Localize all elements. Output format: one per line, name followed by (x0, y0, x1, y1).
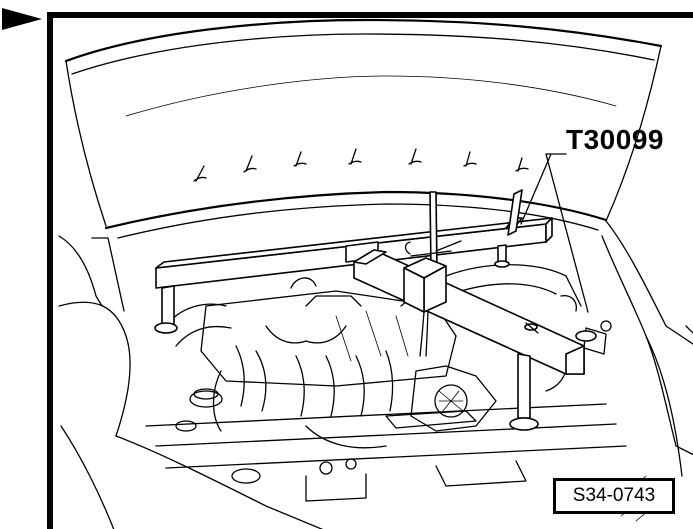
pointer-arrow-icon (2, 8, 42, 30)
engine-bay-illustration (58, 18, 693, 529)
figure-id-box: S34-0743 (553, 478, 675, 514)
engine-support-tool (154, 189, 597, 431)
tool-number-label: T30099 (566, 124, 664, 155)
vehicle-body (58, 220, 693, 529)
illustration-frame (47, 12, 693, 529)
open-hood (64, 18, 663, 239)
callout-leader-lines (520, 153, 589, 313)
